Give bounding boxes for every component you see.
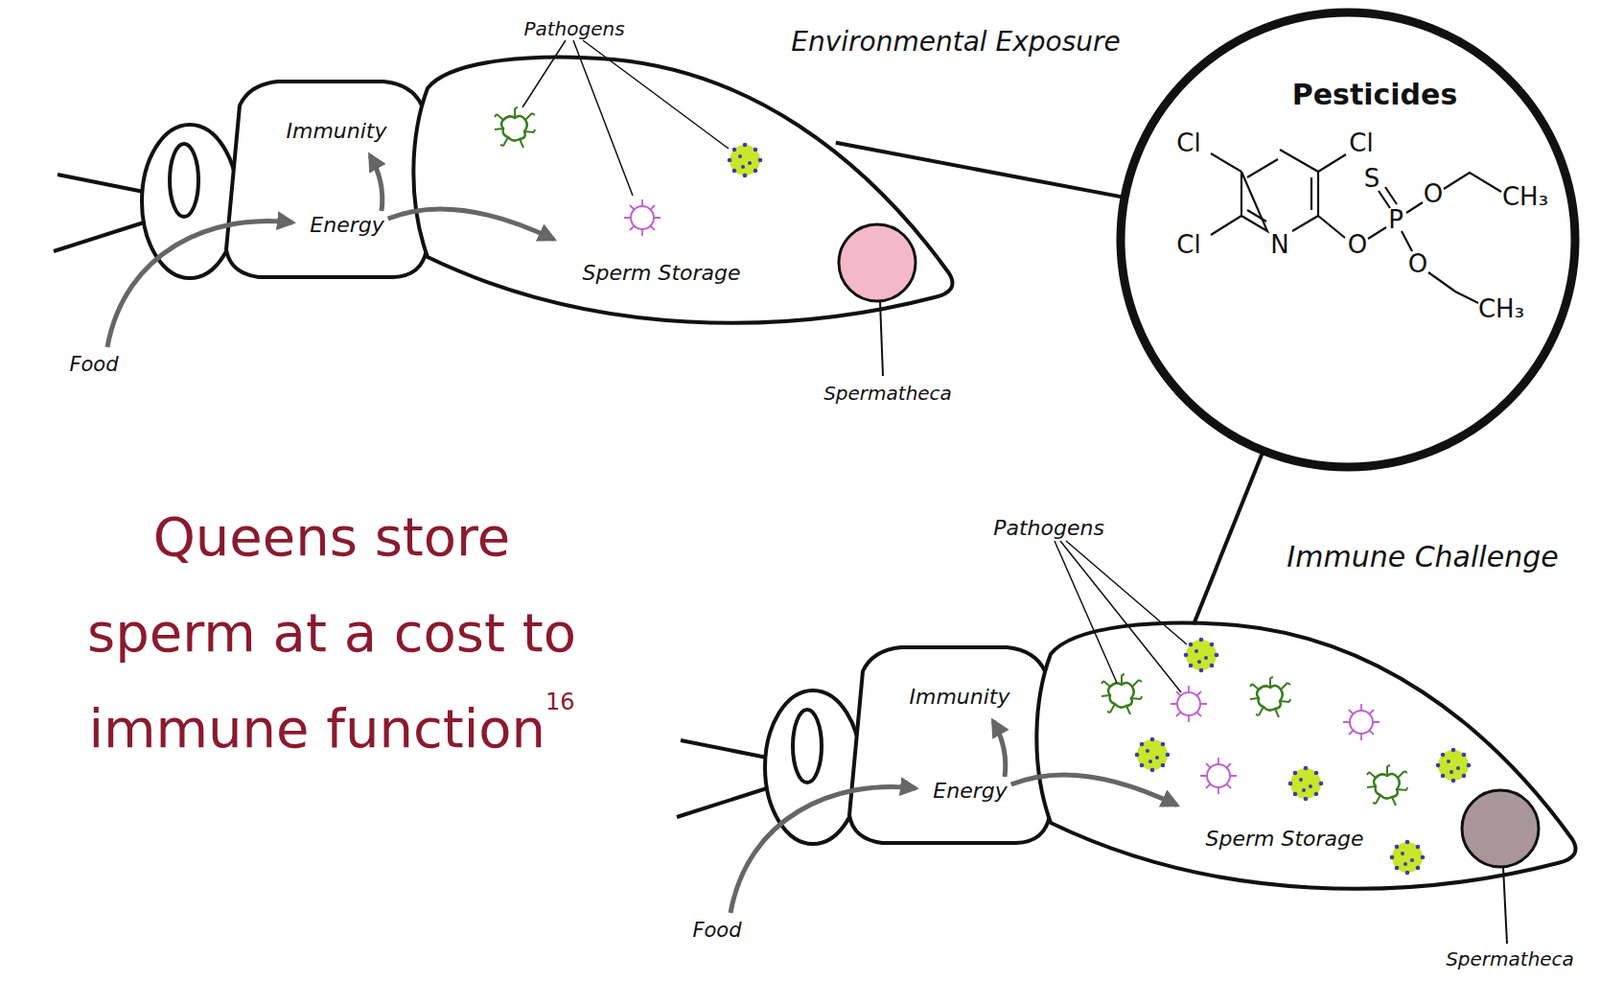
title-line: Queens store sperm at a cost to immune f… <box>87 505 577 760</box>
spermatheca <box>1461 789 1539 867</box>
pathogen <box>1101 673 1142 715</box>
atom-label: O <box>1423 179 1443 209</box>
thorax-box: ImmunityEnergy <box>847 647 1050 843</box>
pathogen <box>1200 757 1237 794</box>
spermatheca-label: Spermatheca <box>1445 947 1575 971</box>
reference-number: 16 <box>545 688 576 716</box>
atom-label: S <box>1364 163 1381 193</box>
thorax-box: ImmunityEnergy <box>224 81 427 278</box>
node-text: Pesticides <box>1292 77 1459 112</box>
pathogen <box>1288 765 1324 802</box>
pathogen <box>1250 676 1291 718</box>
pathogen <box>1170 685 1207 722</box>
pathogen <box>1367 765 1408 806</box>
pathogen <box>1436 747 1472 784</box>
leader-line <box>1503 866 1508 944</box>
heading-label: Environmental Exposure <box>790 25 1120 58</box>
pathogen <box>1183 637 1220 673</box>
atom-label: O <box>1408 249 1428 279</box>
node-text: Immunity <box>909 684 1011 709</box>
atom-label: CH₃ <box>1502 182 1549 211</box>
food-arrow <box>107 221 293 348</box>
atom-label: Cl <box>1348 128 1373 158</box>
spermatheca <box>838 224 916 302</box>
chemical-bonds <box>1210 149 1502 303</box>
abdomen-box: Sperm Storage <box>1049 621 1577 903</box>
abdomen <box>413 57 952 324</box>
head <box>141 124 238 279</box>
title-text: Queens store sperm at a cost to immune f… <box>72 488 591 777</box>
energy-arrow <box>388 208 555 240</box>
callout-line <box>1193 450 1264 625</box>
pathogen <box>727 142 764 179</box>
pathogen-label: Pathogens <box>993 515 1105 540</box>
pathogen <box>624 199 661 236</box>
leader-line <box>1054 540 1187 693</box>
abdomen-box: Sperm Storage <box>426 55 954 337</box>
atom-label: Cl <box>1176 230 1201 259</box>
thorax <box>226 81 427 278</box>
pathogen <box>1390 839 1426 876</box>
eye <box>169 143 199 217</box>
node-text: Energy <box>932 778 1007 803</box>
node-text: Immunity <box>286 118 388 143</box>
atom-label: P <box>1388 205 1404 234</box>
atom-label: CH₃ <box>1478 294 1525 324</box>
leader-line <box>522 40 729 196</box>
spermatheca-label: Spermatheca <box>823 381 952 405</box>
callout-circle-outline <box>1120 12 1576 467</box>
antenna <box>53 174 144 252</box>
pathogen <box>494 107 535 148</box>
pathogen-label: Pathogens <box>523 17 625 41</box>
food-label: Food <box>69 352 118 376</box>
node-text: Sperm Storage <box>1205 826 1364 851</box>
bee-outline <box>676 623 1577 913</box>
callout-line <box>835 142 1125 198</box>
atom-label: O <box>1347 230 1368 259</box>
atom-label: N <box>1270 230 1289 259</box>
immunity-arrow <box>370 155 383 211</box>
food-label: Food <box>692 918 742 942</box>
energy-arrow <box>1011 774 1178 806</box>
node-text: Sperm Storage <box>581 260 741 285</box>
node-text: Energy <box>309 212 384 237</box>
leader-line <box>880 301 883 376</box>
pathogen <box>1135 737 1171 773</box>
atom-label: Cl <box>1176 128 1201 158</box>
heading-label: Immune Challenge <box>1286 539 1558 574</box>
pathogen <box>1343 703 1380 741</box>
